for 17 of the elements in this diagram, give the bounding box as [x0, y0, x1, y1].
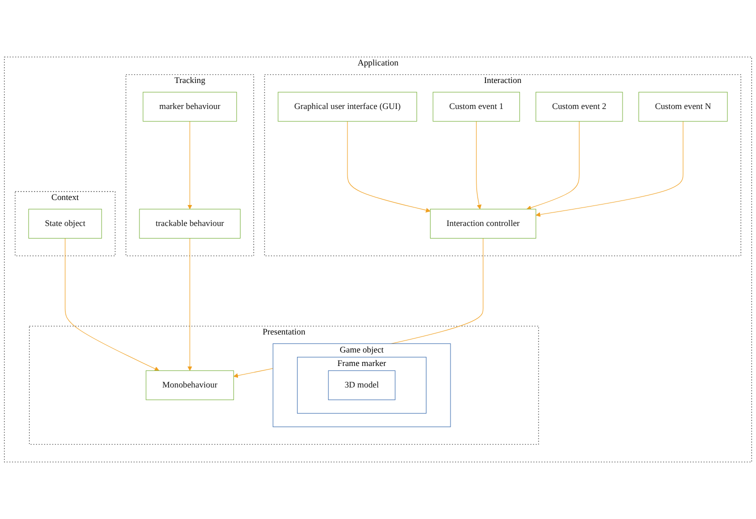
arrow — [347, 121, 430, 213]
node-box: State object — [28, 208, 102, 239]
node-box: marker behaviour — [142, 92, 237, 122]
node-box: Monobehaviour — [146, 370, 234, 400]
node-box: Custom event 2 — [536, 92, 623, 122]
arrow — [526, 121, 580, 210]
arrow — [64, 238, 160, 371]
arrow — [476, 121, 482, 210]
node-box: Interaction controller — [430, 208, 536, 239]
arrow — [536, 121, 684, 217]
arrow — [187, 121, 192, 210]
node-box: Graphical user interface (GUI) — [278, 92, 418, 122]
node-box: Custom event N — [638, 92, 728, 122]
node-box: Custom event 1 — [432, 92, 520, 122]
arrow — [187, 238, 192, 371]
node-box: trackable behaviour — [139, 208, 241, 239]
node-box: 3D model — [328, 370, 396, 400]
